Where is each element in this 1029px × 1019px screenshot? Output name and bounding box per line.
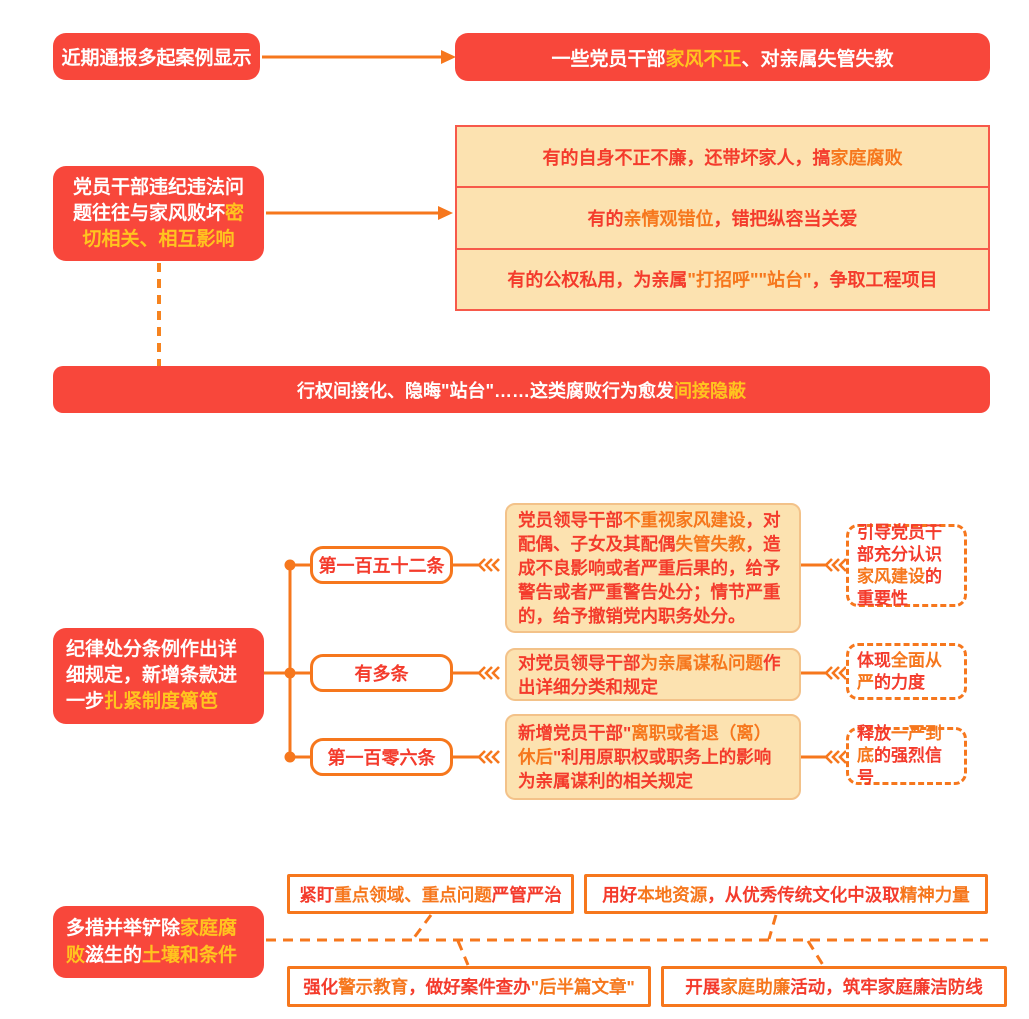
example-text: 有的亲情观错位，错把纵容当关爱	[587, 208, 858, 229]
arrow-right-icon	[262, 50, 456, 64]
measure-box-key-areas: 紧盯重点领域、重点问题严管严治	[287, 874, 574, 914]
multiple-articles-takeaway-box: 体现全面从严的力度	[846, 643, 967, 700]
article-106-detail-box: 新增党员干部"离职或者退（离）休后"利用原职权或职务上的影响为亲属谋利的相关规定	[505, 714, 801, 800]
article-152-detail-box: 党员领导干部不重视家风建设，对配偶、子女及其配偶失管失教，造成不良影响或者严重后…	[505, 503, 801, 633]
measure-text: 强化警示教育，做好案件查办"后半篇文章"	[303, 977, 635, 997]
article-label-text: 有多条	[354, 664, 409, 684]
table-row: 有的自身不正不廉，还带坏家人，搞家庭腐败	[457, 127, 988, 189]
junction-dot-icon	[284, 667, 296, 679]
measure-text: 紧盯重点领域、重点问题严管严治	[299, 884, 562, 905]
takeaway-text: 释放一严到底的强烈信号	[857, 724, 942, 787]
hidden-corruption-banner: 行权间接化、隐晦"站台"……这类腐败行为愈发间接隐蔽	[53, 366, 990, 413]
misconduct-examples-table: 有的自身不正不廉，还带坏家人，搞家庭腐败 有的亲情观错位，错把纵容当关爱 有的公…	[455, 125, 990, 311]
violation-family-link-text: 党员干部违纪违法问题往往与家风败坏密切相关、相互影响	[72, 176, 245, 250]
hidden-corruption-text: 行权间接化、隐晦"站台"……这类腐败行为愈发间接隐蔽	[296, 380, 747, 401]
case-result-text: 一些党员干部家风不正、对亲属失管失教	[551, 48, 894, 70]
chevron-connector-icon	[801, 558, 847, 764]
case-report-text: 近期通报多起案例显示	[61, 48, 252, 69]
article-detail-text: 对党员领导干部为亲属谋私问题作出详细分类和规定	[518, 652, 781, 697]
article-152-takeaway-box: 引导党员干部充分认识家风建设的重要性	[846, 522, 967, 608]
violation-family-link-box: 党员干部违纪违法问题往往与家风败坏密切相关、相互影响	[53, 166, 264, 261]
measure-text: 用好本地资源，从优秀传统文化中汲取精神力量	[602, 884, 970, 905]
discipline-regulation-text: 纪律处分条例作出详细规定，新增条款进一步扎紧制度篱笆	[66, 639, 238, 712]
table-row: 有的亲情观错位，错把纵容当关爱	[457, 188, 988, 250]
takeaway-text: 引导党员干部充分认识家风建设的重要性	[857, 522, 942, 608]
measure-box-family-integrity: 开展家庭助廉活动，筑牢家庭廉洁防线	[661, 966, 1007, 1007]
article-106-label: 第一百零六条	[310, 738, 453, 776]
eradicate-corruption-text: 多措并举铲除家庭腐败滋生的土壤和条件	[66, 918, 238, 966]
dashed-distribution-lines	[266, 914, 988, 966]
measure-text: 开展家庭助廉活动，筑牢家庭廉洁防线	[685, 977, 983, 997]
article-detail-text: 党员领导干部不重视家风建设，对配偶、子女及其配偶失管失教，造成不良影响或者严重后…	[518, 510, 781, 626]
article-label-text: 第一百五十二条	[318, 556, 445, 576]
table-row: 有的公权私用，为亲属"打招呼""站台"，争取工程项目	[457, 250, 988, 309]
chevron-connector-icon	[453, 558, 500, 764]
junction-dot-icon	[284, 751, 296, 763]
measure-box-local-culture: 用好本地资源，从优秀传统文化中汲取精神力量	[584, 874, 988, 914]
article-label-text: 第一百零六条	[327, 748, 436, 768]
example-text: 有的自身不正不廉，还带坏家人，搞家庭腐败	[542, 147, 903, 168]
multiple-articles-label: 有多条	[310, 654, 453, 692]
branch-bracket	[264, 559, 310, 763]
takeaway-text: 体现全面从严的力度	[857, 650, 942, 692]
measure-box-warning-education: 强化警示教育，做好案件查办"后半篇文章"	[287, 966, 651, 1007]
article-152-label: 第一百五十二条	[310, 546, 453, 584]
discipline-regulation-box: 纪律处分条例作出详细规定，新增条款进一步扎紧制度篱笆	[53, 628, 264, 724]
junction-dot-icon	[284, 559, 296, 571]
multiple-articles-detail-box: 对党员领导干部为亲属谋私问题作出详细分类和规定	[505, 648, 801, 701]
case-result-box: 一些党员干部家风不正、对亲属失管失教	[455, 33, 990, 81]
article-detail-text: 新增党员干部"离职或者退（离）休后"利用原职权或职务上的影响为亲属谋利的相关规定	[518, 723, 772, 791]
article-106-takeaway-box: 释放一严到底的强烈信号	[846, 724, 967, 787]
example-text: 有的公权私用，为亲属"打招呼""站台"，争取工程项目	[507, 270, 938, 291]
eradicate-corruption-box: 多措并举铲除家庭腐败滋生的土壤和条件	[53, 906, 264, 978]
case-report-box: 近期通报多起案例显示	[53, 33, 260, 80]
arrow-right-icon	[266, 206, 453, 220]
